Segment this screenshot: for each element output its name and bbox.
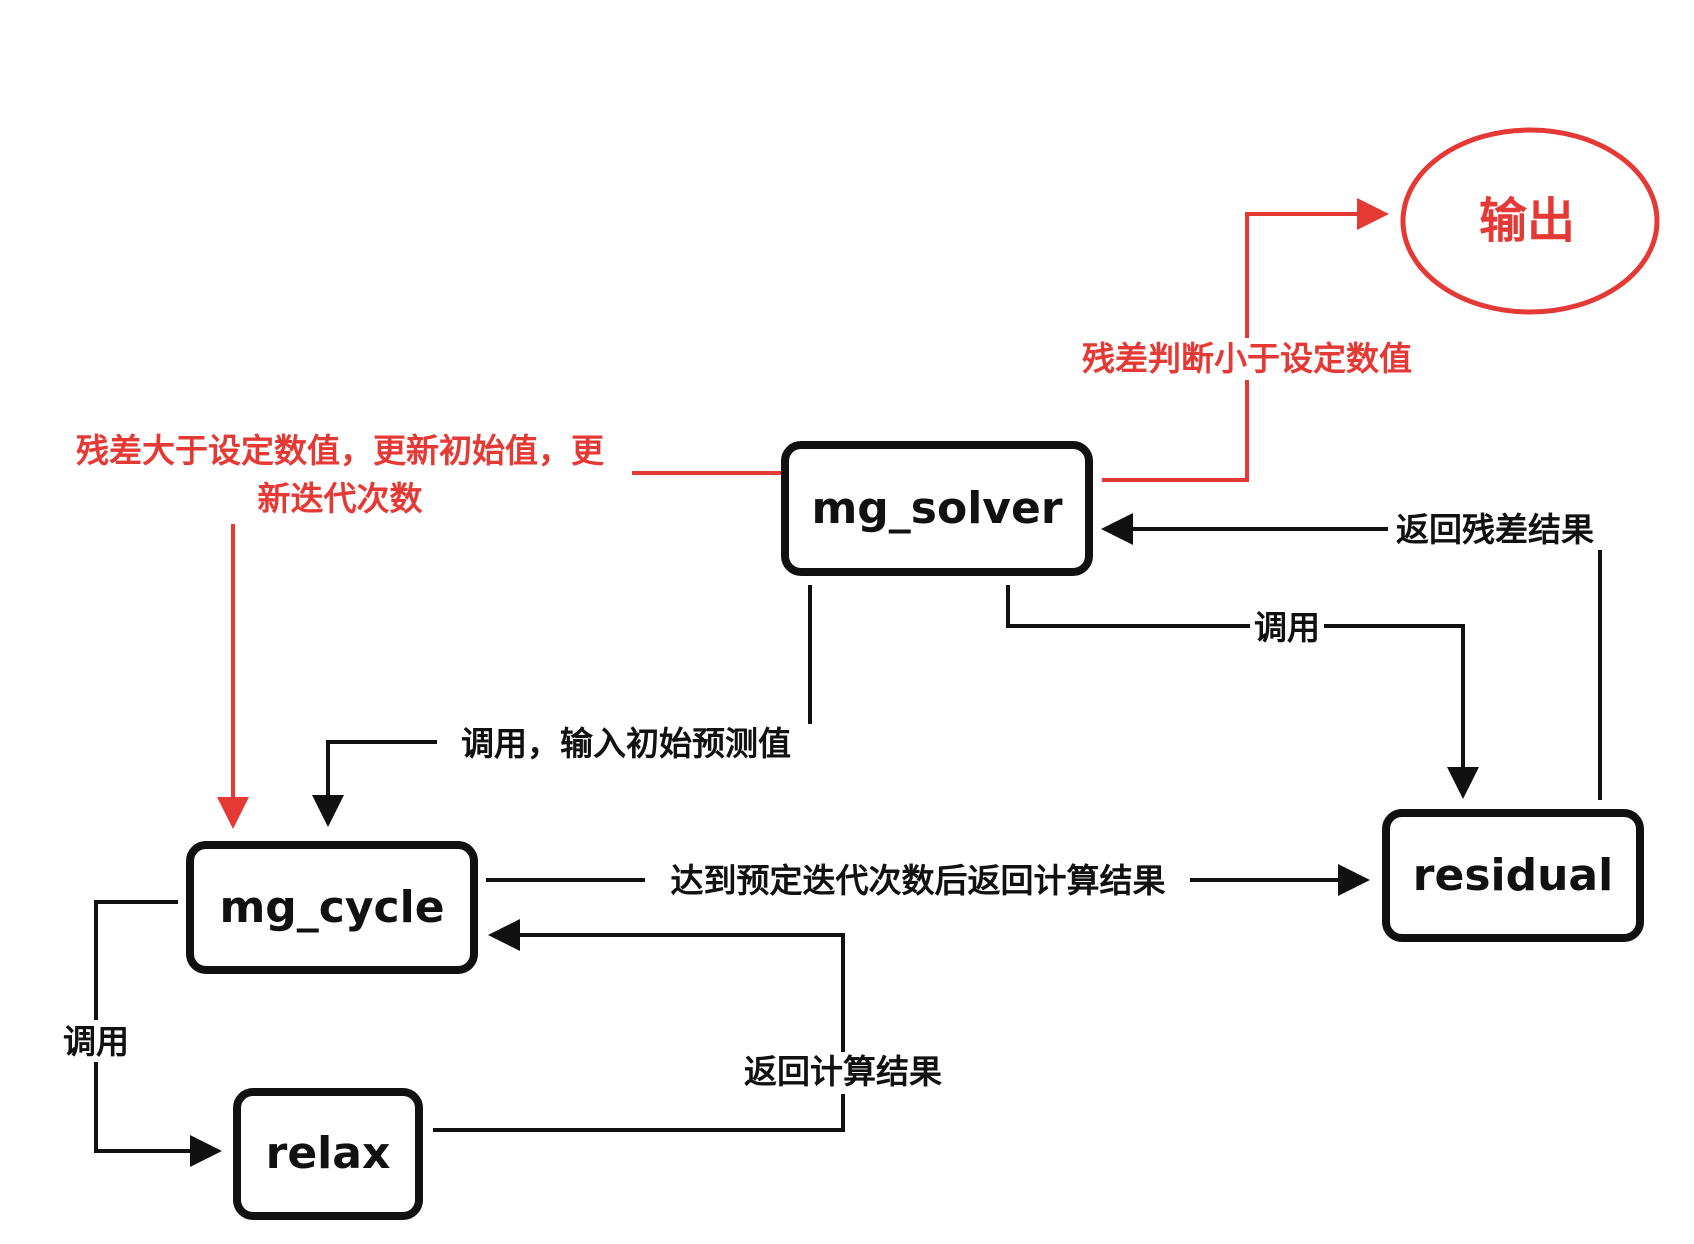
label-update-line-1: 残差大于设定数值，更新初始值，更 bbox=[76, 431, 605, 470]
node-output-label: 输出 bbox=[1479, 193, 1575, 249]
node-mg-solver[interactable]: mg_solver bbox=[781, 441, 1093, 576]
edge-relax-to-cycle bbox=[433, 919, 845, 1132]
node-relax-label: relax bbox=[266, 1128, 391, 1179]
label-solver-to-residual: 调用 bbox=[1254, 608, 1320, 647]
edge-solver-to-cycle bbox=[312, 585, 812, 827]
label-solver-to-cycle: 调用，输入初始预测值 bbox=[461, 724, 791, 763]
label-cycle-to-relax: 调用 bbox=[63, 1022, 129, 1061]
node-relax[interactable]: relax bbox=[233, 1088, 423, 1220]
edge-residual-to-solver bbox=[1101, 513, 1602, 800]
label-cycle-to-residual: 达到预定迭代次数后返回计算结果 bbox=[671, 861, 1166, 900]
node-residual[interactable]: residual bbox=[1382, 809, 1644, 942]
node-mg-cycle-label: mg_cycle bbox=[219, 882, 444, 933]
label-residual-to-solver: 返回残差结果 bbox=[1396, 510, 1594, 549]
label-solver-to-output: 残差判断小于设定数值 bbox=[1082, 339, 1412, 378]
node-output[interactable]: 输出 bbox=[1400, 127, 1660, 315]
node-mg-cycle[interactable]: mg_cycle bbox=[186, 841, 478, 974]
node-mg-solver-label: mg_solver bbox=[811, 483, 1062, 534]
edge-solver-to-residual bbox=[1006, 585, 1479, 799]
node-residual-label: residual bbox=[1413, 850, 1613, 901]
label-update-line-2: 新迭代次数 bbox=[258, 479, 424, 518]
label-relax-to-cycle: 返回计算结果 bbox=[744, 1052, 942, 1091]
